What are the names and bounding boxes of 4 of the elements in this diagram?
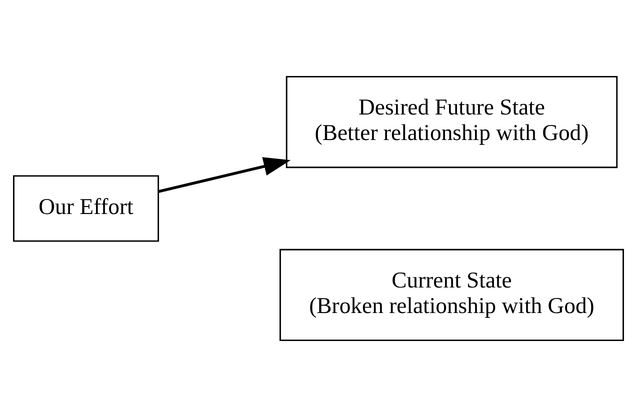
node-box: Current State (Broken relationship with God) — [280, 248, 624, 342]
arrow — [158, 157, 291, 193]
node-box: Desired Future State (Better relationship with God) — [286, 76, 618, 168]
node-box: Our Effort — [13, 175, 160, 242]
